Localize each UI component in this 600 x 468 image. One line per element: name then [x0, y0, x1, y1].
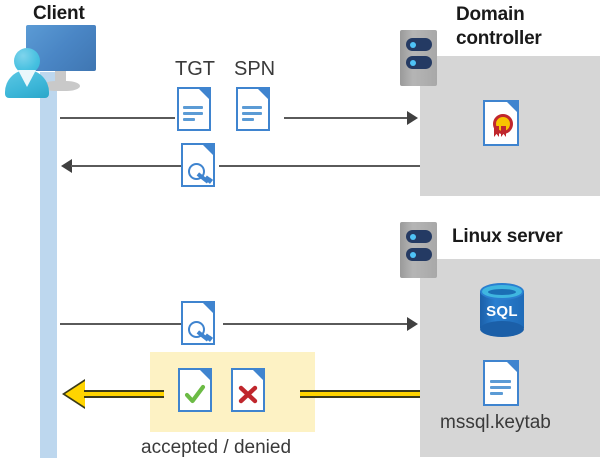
doc-line-2 — [242, 112, 262, 115]
arrow-row2-left — [61, 159, 72, 173]
connector-row3-right — [223, 323, 408, 325]
monitor-base — [42, 81, 80, 91]
result-arrow-head — [65, 381, 85, 407]
server-led-2 — [410, 252, 416, 258]
domain-controller-server-icon — [400, 30, 437, 86]
client-lifeline — [40, 72, 57, 458]
person-head — [14, 48, 40, 74]
linux-server-server-icon — [400, 222, 437, 278]
denied-document-icon — [231, 368, 265, 412]
keytab-document-icon — [483, 360, 519, 406]
connector-row1-right — [284, 117, 408, 119]
tgt-document-icon — [177, 87, 211, 131]
certificate-ribbon-left — [494, 126, 499, 137]
connector-row1-left — [60, 117, 175, 119]
doc-line-2 — [183, 112, 203, 115]
doc-line-1 — [490, 380, 511, 383]
cylinder-top — [480, 283, 524, 300]
server-led-1 — [410, 42, 416, 48]
client-computer-icon — [2, 25, 102, 98]
arrow-row3-right — [407, 317, 418, 331]
sql-label: SQL — [486, 303, 518, 320]
monitor-neck — [55, 71, 66, 84]
connector-row3-left — [60, 323, 181, 325]
spn-document-icon — [236, 87, 270, 131]
doc-line-3 — [183, 118, 195, 121]
client-title: Client — [33, 3, 85, 24]
arrow-row1-right — [407, 111, 418, 125]
connector-row2-left — [71, 165, 181, 167]
linux-server-title: Linux server — [452, 226, 563, 247]
keytab-filename-label: mssql.keytab — [440, 412, 551, 433]
domain-controller-title-line1: Domain — [456, 4, 525, 25]
server-led-1 — [410, 234, 416, 240]
connector-row2-right — [219, 165, 420, 167]
service-ticket-document-icon-row3 — [181, 301, 215, 345]
service-ticket-document-icon-row2 — [181, 143, 215, 187]
server-led-2 — [410, 60, 416, 66]
tgt-label: TGT — [175, 58, 215, 80]
accepted-document-icon — [178, 368, 212, 412]
result-arrow-line-left — [84, 390, 164, 398]
doc-line-1 — [183, 106, 203, 109]
doc-line-3 — [490, 392, 503, 395]
certificate-ribbon-right — [501, 126, 506, 137]
result-arrow-line-right — [300, 390, 420, 398]
sql-database-icon: SQL — [480, 283, 524, 337]
doc-line-2 — [490, 386, 511, 389]
certificate-icon — [483, 100, 519, 146]
domain-controller-title-line2: controller — [456, 28, 542, 49]
doc-line-1 — [242, 106, 262, 109]
cross-mark-icon — [238, 385, 258, 404]
auth-result-caption: accepted / denied — [141, 437, 292, 458]
person-collar — [18, 70, 36, 87]
cylinder-bottom — [480, 321, 524, 337]
spn-label: SPN — [234, 58, 276, 80]
check-mark-icon — [184, 384, 206, 404]
doc-line-3 — [242, 118, 254, 121]
